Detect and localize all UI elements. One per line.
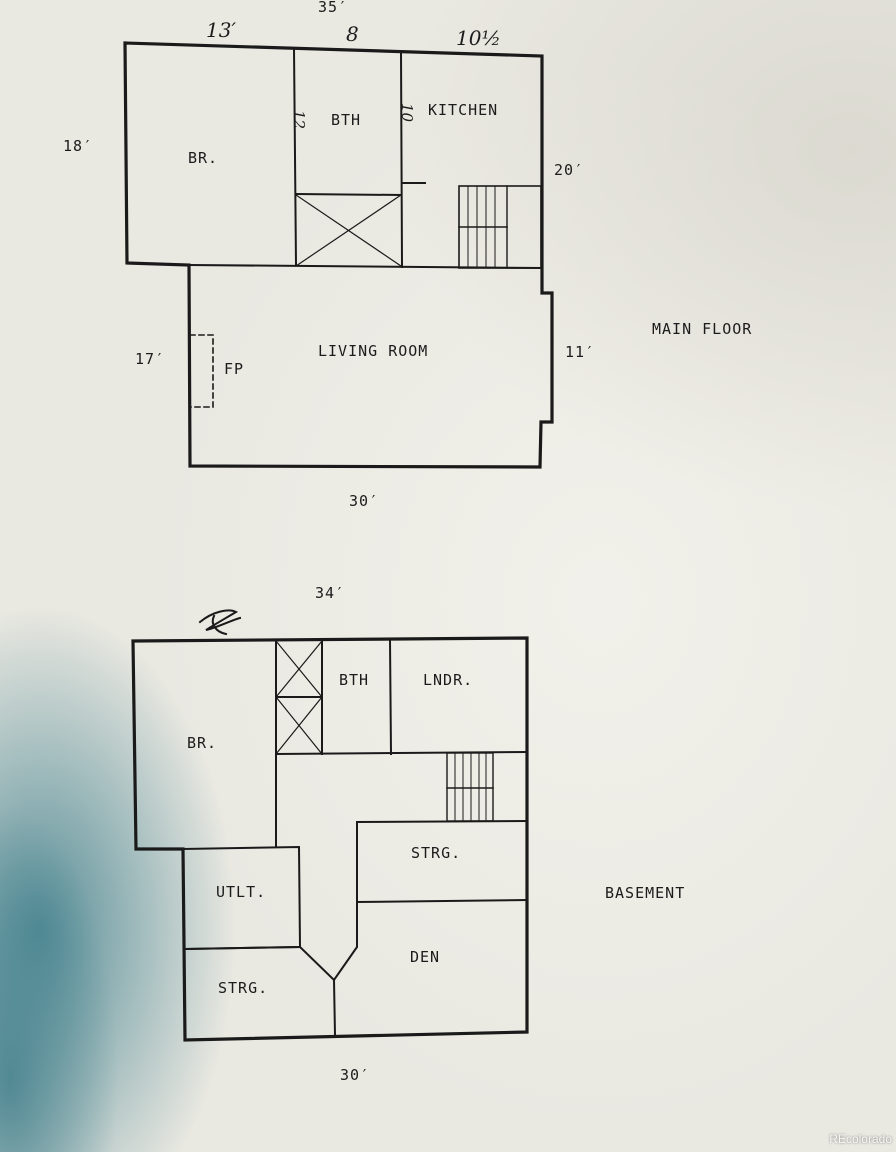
main-top-dimension: 35′: [318, 0, 349, 16]
room-storage-upper: STRG.: [411, 844, 462, 862]
room-bedroom-basement: BR.: [187, 734, 218, 752]
room-fireplace: FP: [224, 360, 245, 378]
living-right-dimension: 11′: [565, 343, 596, 361]
basement-outer-wall: [131, 636, 529, 1042]
basement-plan: [131, 609, 529, 1042]
room-bath-main: BTH: [331, 111, 362, 129]
main-floor-plan: [123, 41, 554, 469]
room-living: LIVING ROOM: [318, 342, 429, 360]
hand-br-width: 13′: [206, 18, 236, 42]
wall-bth-kitchen: [399, 50, 404, 269]
fireplace-outline: [189, 334, 214, 408]
room-kitchen: KITCHEN: [428, 101, 499, 119]
main-bottom-dimension: 30′: [349, 492, 380, 510]
closet-x-2: [295, 194, 402, 267]
hand-bath-depth: 12: [290, 110, 308, 130]
main-floor-title: MAIN FLOOR: [652, 320, 753, 338]
basement-top-dimension: 34′: [315, 584, 346, 602]
room-den: DEN: [410, 948, 441, 966]
room-utility: UTLT.: [216, 883, 267, 901]
room-bedroom-main: BR.: [188, 149, 219, 167]
basement-title: BASEMENT: [605, 884, 686, 902]
wall-bth-closet: [294, 192, 403, 197]
room-storage-lower: STRG.: [218, 979, 269, 997]
wall-br-bth: [292, 46, 298, 267]
basement-bottom-dimension: 30′: [340, 1066, 371, 1084]
room-bath-basement: BTH: [339, 671, 370, 689]
main-left-dimension: 18′: [63, 137, 94, 155]
hand-kitchen-width: 10½: [456, 26, 501, 50]
main-floor-outer-wall: [123, 41, 554, 469]
scribble-mark: [198, 609, 242, 636]
hand-kitchen-depth: 10: [398, 103, 416, 123]
hand-bath-width: 8: [346, 22, 359, 46]
room-laundry: LNDR.: [423, 671, 474, 689]
main-right-dimension: 20′: [554, 161, 585, 179]
watermark: REcolorado: [829, 1132, 892, 1146]
living-left-dimension: 17′: [135, 350, 166, 368]
